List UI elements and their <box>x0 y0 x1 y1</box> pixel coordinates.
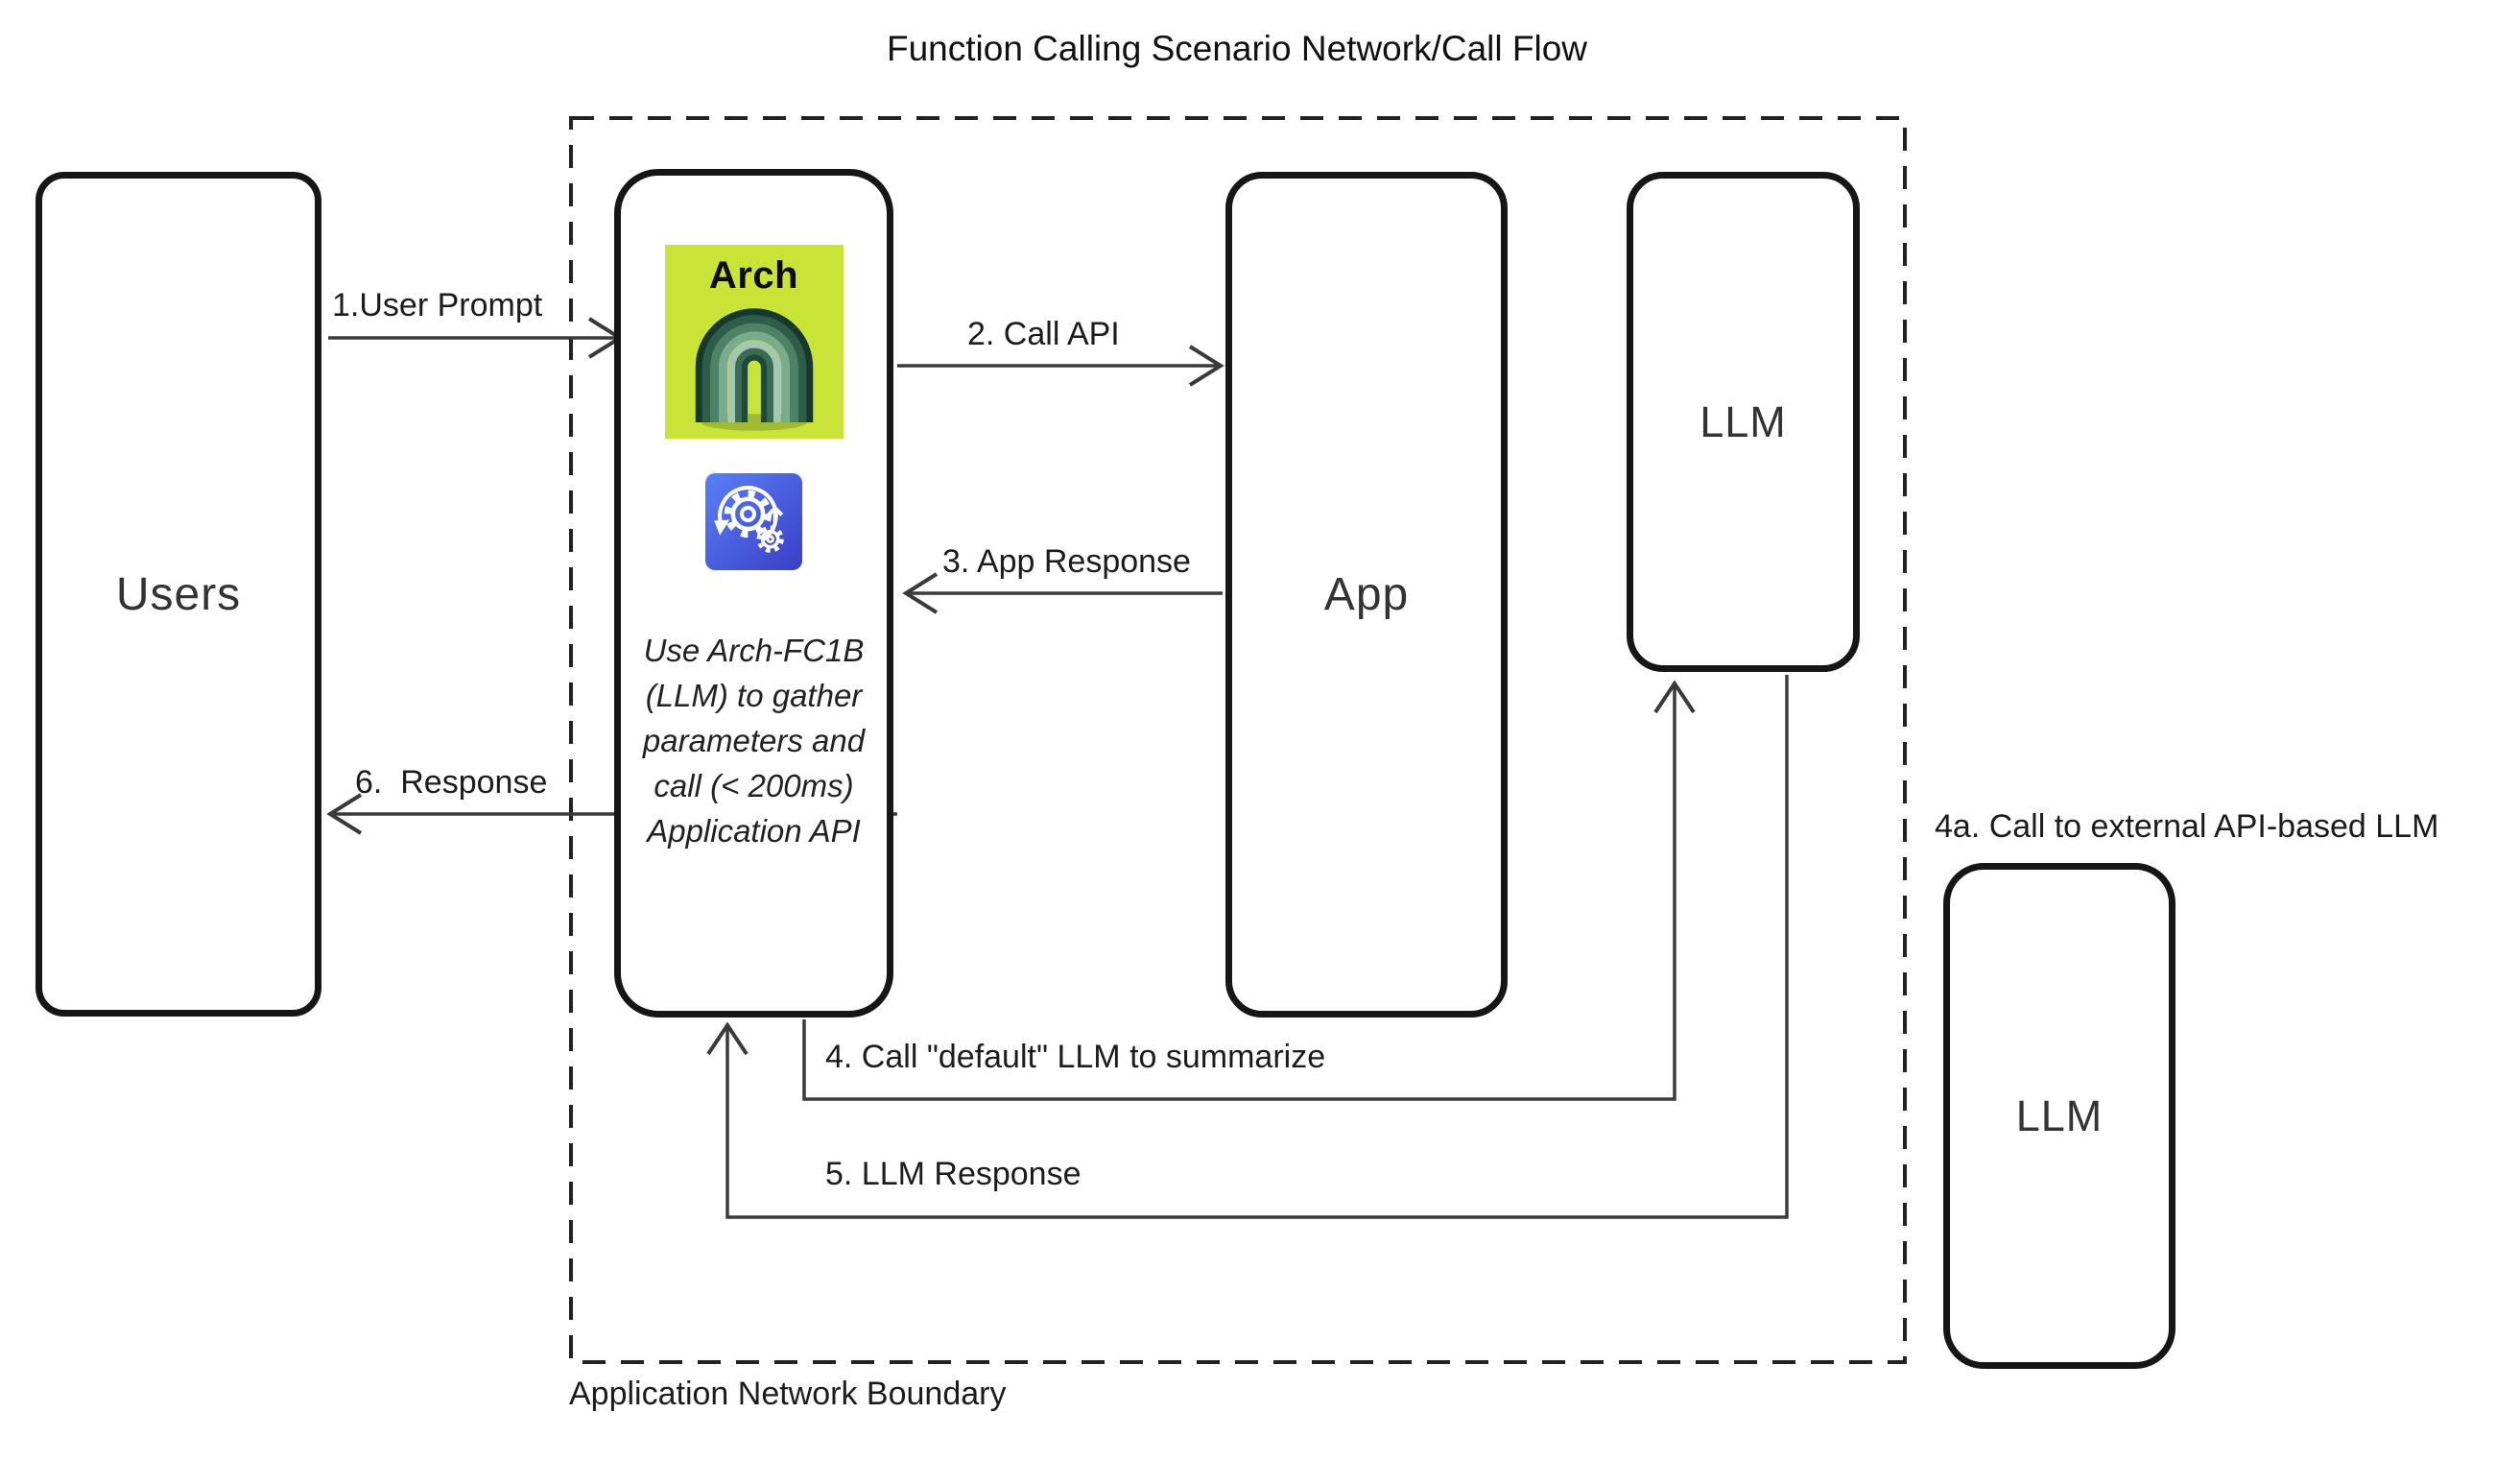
arrow-call-api <box>897 345 1224 387</box>
arrow-label-response: 6. Response <box>355 764 548 801</box>
external-llm-caption: 4a. Call to external API-based LLM <box>1935 808 2439 845</box>
node-llm-internal-label: LLM <box>1700 396 1787 446</box>
node-users-label: Users <box>115 568 242 620</box>
arrow-label-app-response: 3. App Response <box>942 543 1191 580</box>
node-app: App <box>1225 172 1508 1018</box>
node-users: Users <box>36 172 321 1017</box>
arch-rainbow-icon <box>695 308 813 431</box>
arch-note: Use Arch-FC1B (LLM) to gather parameters… <box>642 633 866 849</box>
node-llm-external-label: LLM <box>2015 1090 2104 1140</box>
application-network-boundary-box <box>569 116 1907 1364</box>
arch-logo: Arch <box>664 245 844 439</box>
node-llm-internal: LLM <box>1627 172 1860 672</box>
arrow-user-prompt <box>328 317 624 359</box>
arch-logo-label: Arch <box>708 254 799 297</box>
arrow-label-user-prompt: 1.User Prompt <box>332 287 543 323</box>
arrow-label-call-api: 2. Call API <box>967 316 1120 352</box>
arrow-llm-response <box>706 675 1789 1219</box>
boundary-label: Application Network Boundary <box>569 1376 1007 1412</box>
arrow-label-llm-response: 5. LLM Response <box>825 1156 1082 1192</box>
arrow-call-default-llm <box>802 680 1696 1101</box>
refresh-arrowhead <box>714 519 730 536</box>
diagram-title: Function Calling Scenario Network/Call F… <box>886 29 1587 68</box>
node-arch: Arch <box>614 169 893 1018</box>
arrow-app-response <box>902 572 1223 614</box>
process-gears-icon <box>705 473 802 570</box>
node-llm-external: LLM <box>1943 863 2175 1369</box>
arrow-label-call-default-llm: 4. Call "default" LLM to summarize <box>825 1039 1326 1075</box>
node-app-label: App <box>1323 569 1410 620</box>
